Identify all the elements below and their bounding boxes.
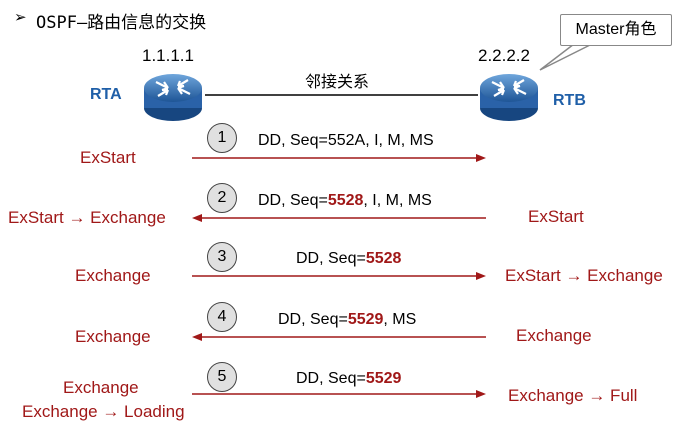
arrow-step-5 [192, 390, 486, 398]
rtb-state-step-2: ExStart [528, 207, 584, 226]
rta-state-step-2: ExStart → Exchange [8, 208, 166, 227]
arrow-step-4 [192, 333, 486, 341]
rta-ip: 1.1.1.1 [142, 46, 194, 65]
rtb-state-step-3: ExStart → Exchange [505, 266, 663, 285]
rta-label: RTA [90, 86, 122, 103]
message-step-1: DD, Seq=552A, I, M, MS [258, 132, 434, 149]
step-number-1: 1 [207, 123, 237, 153]
bullet-icon: ➢ [14, 9, 27, 26]
step-number-4: 4 [207, 302, 237, 332]
message-step-4: DD, Seq=5529, MS [278, 311, 417, 328]
message-step-3: DD, Seq=5528 [296, 250, 402, 267]
rta-state-step-1: ExStart [80, 148, 136, 167]
rtb-state-step-5: Exchange → Full [508, 386, 638, 405]
rtb-state-step-4: Exchange [516, 326, 592, 345]
router-icon-rta [144, 74, 202, 121]
router-icon-rtb [480, 74, 538, 121]
step-number-2: 2 [207, 183, 237, 213]
arrow-step-2 [192, 214, 486, 222]
callout-pointer [539, 43, 593, 71]
rta-state-step-5: Exchange [63, 378, 139, 397]
message-step-2: DD, Seq=5528, I, M, MS [258, 192, 432, 209]
arrow-step-3 [192, 272, 486, 280]
rtb-ip: 2.2.2.2 [478, 46, 530, 65]
rtb-label: RTB [553, 92, 586, 109]
step-number-3: 3 [207, 242, 237, 272]
arrow-step-1 [192, 154, 486, 162]
rta-state-step-5b: Exchange → Loading [22, 402, 185, 421]
page-title: OSPF—路由信息的交换 [36, 13, 207, 33]
adjacency-label: 邻接关系 [305, 74, 370, 91]
message-step-5: DD, Seq=5529 [296, 370, 402, 387]
rta-state-step-4: Exchange [75, 327, 151, 346]
master-role-callout: Master角色 [560, 14, 672, 46]
step-number-5: 5 [207, 362, 237, 392]
rta-state-step-3: Exchange [75, 266, 151, 285]
